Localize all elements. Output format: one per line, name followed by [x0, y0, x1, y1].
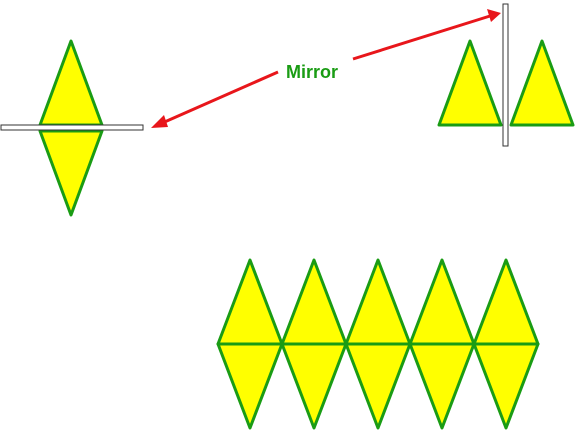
arrow-to-vertical-mirror [352, 14, 491, 61]
vertical-mirror [502, 3, 509, 147]
arrowhead-right [487, 9, 501, 22]
strip-upper-triangle [344, 258, 412, 346]
diamond-strip [216, 258, 540, 430]
strip-upper-triangle [216, 258, 284, 346]
horizontal-reflection-group [0, 39, 144, 217]
left-triangle [437, 39, 503, 127]
mirror-arrows [151, 9, 501, 128]
strip-lower-triangle [408, 342, 476, 430]
horizontal-mirror [0, 124, 144, 131]
strip-upper-triangle [408, 258, 476, 346]
right-reflected-triangle [509, 39, 575, 127]
strip-upper-triangle [472, 258, 540, 346]
lower-reflected-triangle [38, 129, 104, 217]
arrowhead-left [151, 115, 168, 128]
arrow-to-horizontal-mirror [159, 70, 279, 126]
upper-triangle [38, 39, 104, 127]
strip-upper-triangle [280, 258, 348, 346]
vertical-reflection-group [437, 3, 575, 147]
strip-lower-triangle [216, 342, 284, 430]
mirror-label: Mirror [286, 62, 338, 82]
strip-lower-triangle [344, 342, 412, 430]
strip-lower-triangle [280, 342, 348, 430]
strip-lower-triangle [472, 342, 540, 430]
